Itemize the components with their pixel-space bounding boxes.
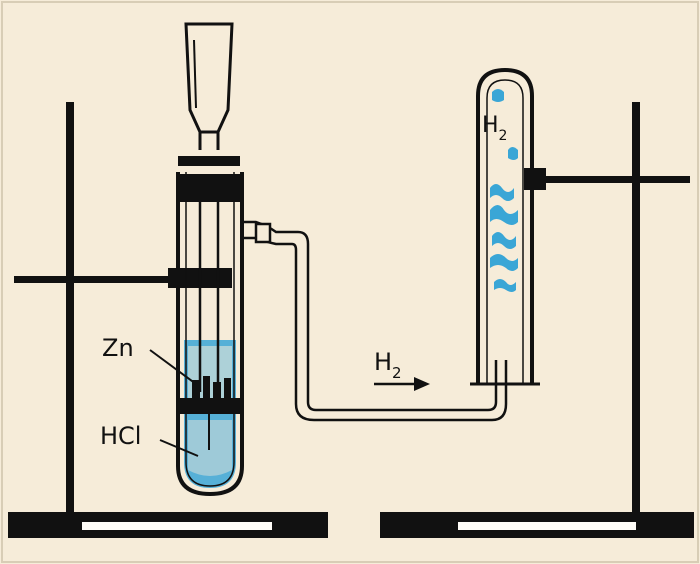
left-clamp-arm [14,276,182,283]
delivery-tube [242,220,510,422]
right-stand-rod [632,102,640,514]
right-retort-stand [380,102,694,538]
funnel-stopper-top [178,156,240,166]
collection-test-tube [470,67,540,386]
generator-test-tube [176,172,244,497]
label-collected-gas-text: H2 [482,113,507,144]
label-gas-flow: H2 [374,348,430,391]
label-zinc-text: Zn [102,334,134,362]
label-zinc-leader [149,349,197,385]
water-with-bubbles [490,89,518,292]
left-stand-rod [66,102,74,514]
perforated-shelf [180,398,240,414]
label-acid-text: HCl [100,422,141,450]
left-retort-stand [8,102,328,538]
left-stand-base-highlight [82,522,272,530]
zinc-granules [192,376,231,398]
label-acid-leader [159,439,199,457]
right-stand-base-highlight [458,522,636,530]
generator-stopper [180,174,240,202]
right-clamp-arm [530,176,690,183]
label-acid: HCl [100,422,199,457]
thistle-funnel [184,22,234,150]
label-zinc: Zn [102,334,197,385]
label-gas-flow-text: H2 [374,348,402,382]
label-collected-gas: H2 [482,113,507,144]
arrow-right-icon [414,377,430,391]
